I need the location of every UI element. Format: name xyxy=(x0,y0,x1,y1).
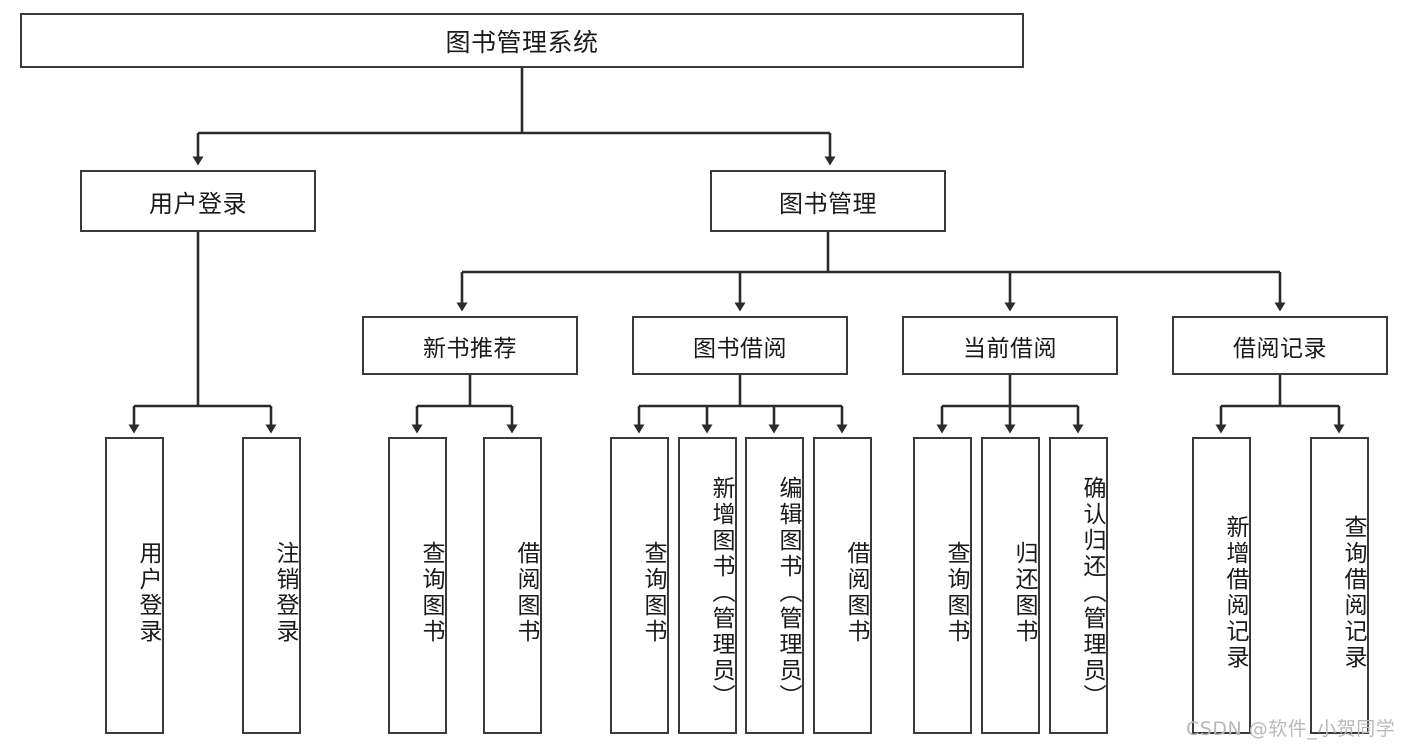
node-label: 查询图书 xyxy=(641,540,667,645)
node-label: 图书管理系统 xyxy=(445,28,599,57)
leaf-edit-book-admin[interactable]: 编辑图书（管理员） xyxy=(745,437,804,734)
node-book-management[interactable]: 图书管理 xyxy=(710,170,946,232)
leaf-borrow-book[interactable]: 借阅图书 xyxy=(813,437,872,734)
leaf-user-login[interactable]: 用户登录 xyxy=(105,437,164,734)
node-label: 查询图书 xyxy=(419,540,445,645)
node-user-login[interactable]: 用户登录 xyxy=(80,170,316,232)
node-borrow-record[interactable]: 借阅记录 xyxy=(1172,316,1388,375)
node-label: 用户登录 xyxy=(136,540,162,645)
node-label: 新增图书（管理员） xyxy=(709,475,735,710)
node-label: 图书管理 xyxy=(779,190,877,218)
leaf-query-book-borrow[interactable]: 查询图书 xyxy=(610,437,669,734)
node-label: 借阅图书 xyxy=(514,540,540,645)
leaf-query-book-current[interactable]: 查询图书 xyxy=(913,437,972,734)
leaf-return-book[interactable]: 归还图书 xyxy=(981,437,1040,734)
node-label: 归还图书 xyxy=(1012,540,1038,645)
node-label: 查询图书 xyxy=(944,540,970,645)
leaf-query-borrow-record[interactable]: 查询借阅记录 xyxy=(1310,437,1369,734)
node-new-book-recommend[interactable]: 新书推荐 xyxy=(362,316,578,375)
watermark: CSDN @软件_小贺同学 xyxy=(1186,718,1396,740)
node-root-library-management-system[interactable]: 图书管理系统 xyxy=(20,13,1024,68)
node-label: 借阅图书 xyxy=(844,540,870,645)
leaf-user-logout[interactable]: 注销登录 xyxy=(242,437,301,734)
leaf-confirm-return-admin[interactable]: 确认归还（管理员） xyxy=(1049,437,1108,734)
leaf-borrow-book-recommend[interactable]: 借阅图书 xyxy=(483,437,542,734)
leaf-add-book-admin[interactable]: 新增图书（管理员） xyxy=(678,437,737,734)
node-label: 编辑图书（管理员） xyxy=(776,475,802,710)
node-label: 新增借阅记录 xyxy=(1223,514,1249,671)
leaf-query-book-recommend[interactable]: 查询图书 xyxy=(388,437,447,734)
node-label: 图书借阅 xyxy=(693,334,787,361)
node-label: 借阅记录 xyxy=(1233,334,1327,361)
node-label: 查询借阅记录 xyxy=(1341,514,1367,671)
node-label: 当前借阅 xyxy=(963,334,1057,361)
node-book-borrow[interactable]: 图书借阅 xyxy=(632,316,848,375)
node-label: 注销登录 xyxy=(273,540,299,645)
node-label: 新书推荐 xyxy=(423,334,517,361)
node-label: 用户登录 xyxy=(149,190,247,218)
node-current-borrow[interactable]: 当前借阅 xyxy=(902,316,1118,375)
node-label: 确认归还（管理员） xyxy=(1080,475,1106,710)
leaf-add-borrow-record[interactable]: 新增借阅记录 xyxy=(1192,437,1251,734)
